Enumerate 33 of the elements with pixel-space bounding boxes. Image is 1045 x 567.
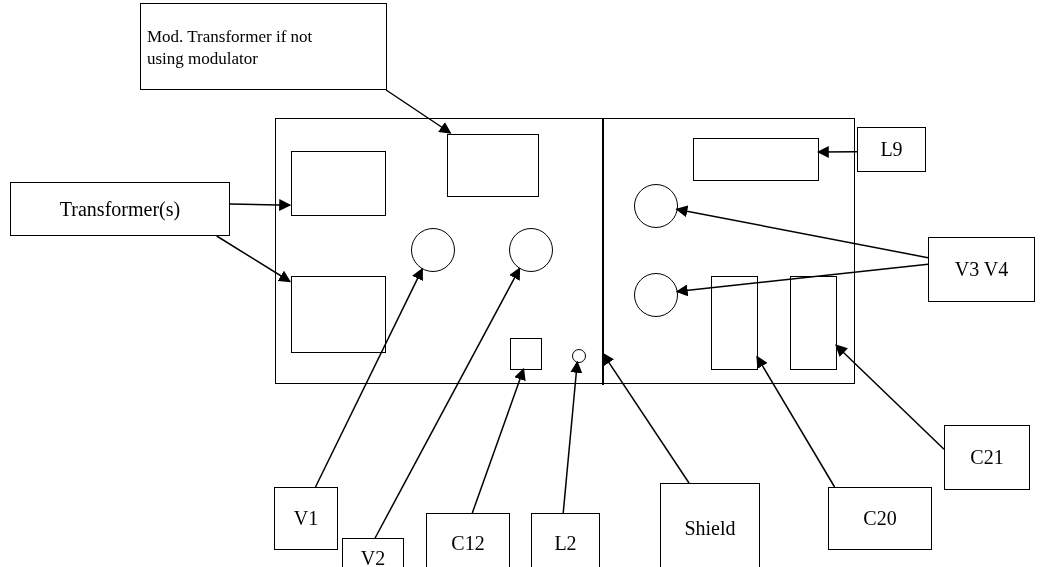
leader-line xyxy=(471,367,526,514)
callout-label: L9 xyxy=(857,127,926,172)
leader-line xyxy=(385,89,452,134)
chassis-outline xyxy=(275,118,855,384)
callout-label: C20 xyxy=(828,487,932,550)
callout-label: Mod. Transformer if not using modulator xyxy=(140,3,387,90)
leader-line xyxy=(562,360,583,514)
callout-label: Shield xyxy=(660,483,760,567)
callout-label: Transformer(s) xyxy=(10,182,230,236)
component-rectangle xyxy=(291,276,386,353)
component-rectangle xyxy=(711,276,758,370)
callout-label: V3 V4 xyxy=(928,237,1035,302)
callout-label: V2 xyxy=(342,538,404,567)
component-rectangle xyxy=(447,134,539,197)
leader-line xyxy=(816,145,858,158)
callout-label: C21 xyxy=(944,425,1030,490)
leader-line xyxy=(229,199,292,211)
leader-line xyxy=(756,355,836,488)
leader-line xyxy=(602,352,690,484)
shield-divider xyxy=(602,119,604,385)
callout-label: C12 xyxy=(426,513,510,567)
leader-line xyxy=(675,205,929,259)
leader-line xyxy=(675,263,929,297)
component-rectangle xyxy=(291,151,386,216)
leader-line xyxy=(314,267,424,488)
callout-label: V1 xyxy=(274,487,338,550)
leader-line xyxy=(835,344,945,450)
leader-line xyxy=(215,235,291,283)
callout-label: L2 xyxy=(531,513,600,567)
component-rectangle xyxy=(790,276,837,370)
leader-line xyxy=(374,267,521,539)
component-rectangle xyxy=(693,138,819,181)
component-rectangle xyxy=(510,338,542,370)
